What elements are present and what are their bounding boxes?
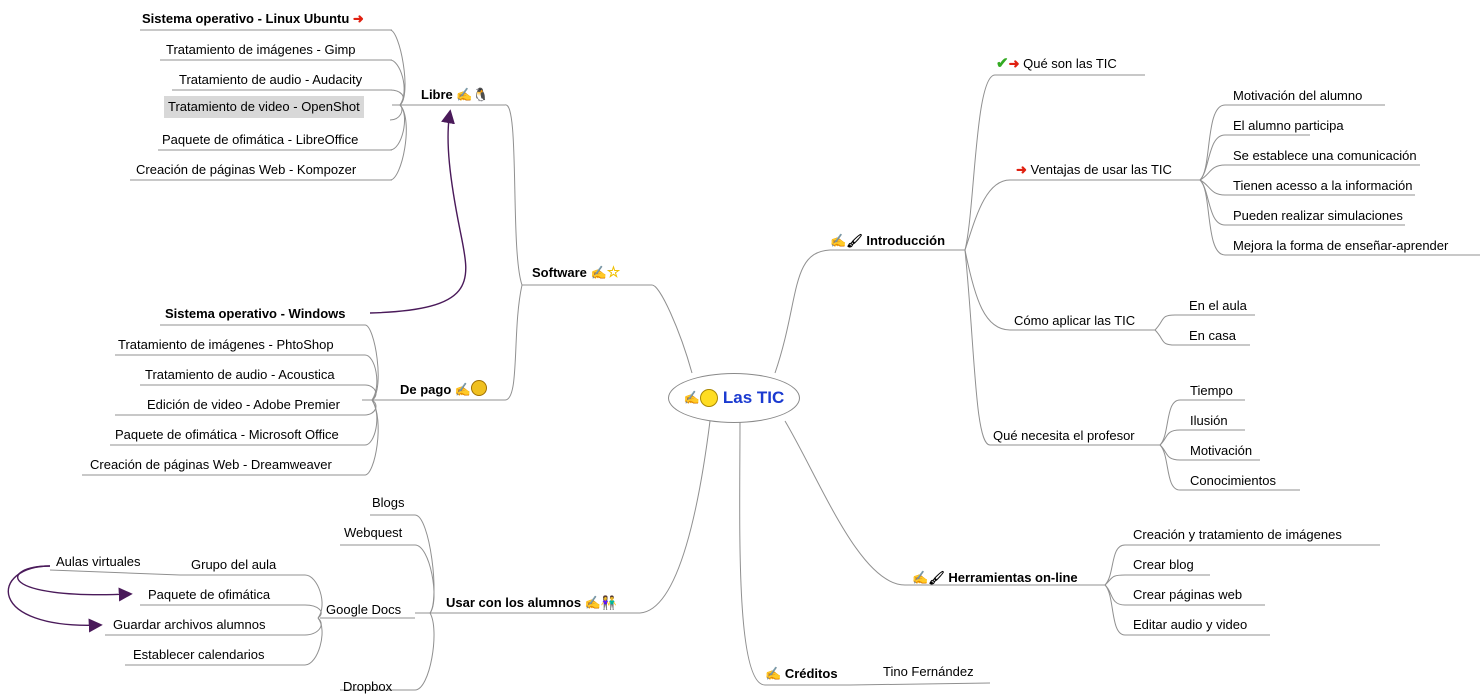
- red-arrow-icon: ➜: [1008, 56, 1020, 71]
- node-webquest[interactable]: Webquest: [344, 525, 403, 540]
- node-blogs[interactable]: Blogs: [372, 495, 405, 510]
- root-node[interactable]: ✍ Las TIC: [668, 373, 800, 423]
- node-simulaciones[interactable]: Pueden realizar simulaciones: [1233, 208, 1403, 223]
- node-que-son-las-tic[interactable]: ✔➜ Qué son las TIC: [996, 55, 1117, 72]
- node-en-casa[interactable]: En casa: [1189, 328, 1236, 343]
- pencil-icon: ✍: [912, 570, 929, 585]
- smiley-icon: [699, 389, 718, 407]
- node-openshot[interactable]: Tratamiento de video - OpenShot: [164, 96, 364, 118]
- node-guardar-archivos[interactable]: Guardar archivos alumnos: [113, 617, 266, 632]
- node-en-el-aula[interactable]: En el aula: [1189, 298, 1247, 313]
- node-conocimientos[interactable]: Conocimientos: [1190, 473, 1276, 488]
- node-usar-con-los-alumnos[interactable]: Usar con los alumnos ✍👫: [446, 595, 618, 610]
- node-acoustica[interactable]: Tratamiento de audio - Acoustica: [145, 367, 335, 382]
- node-tiempo[interactable]: Tiempo: [1190, 383, 1233, 398]
- node-adobe-premier[interactable]: Edición de video - Adobe Premier: [147, 397, 340, 412]
- node-editar-audio-video[interactable]: Editar audio y video: [1133, 617, 1248, 632]
- node-google-docs[interactable]: Google Docs: [326, 602, 402, 617]
- pencil-icon: ✍: [683, 390, 700, 405]
- people-icon: 👫: [600, 595, 618, 610]
- red-arrow-icon: ➜: [1016, 162, 1027, 177]
- node-dreamweaver[interactable]: Creación de páginas Web - Dreamweaver: [90, 457, 332, 472]
- node-motivacion-alumno[interactable]: Motivación del alumno: [1233, 88, 1363, 103]
- node-introduccion[interactable]: ✍🖌 Introducción: [830, 233, 946, 248]
- node-kompozer[interactable]: Creación de páginas Web - Kompozer: [136, 162, 357, 177]
- red-arrow-icon: ➜: [352, 11, 364, 26]
- node-grupo-del-aula[interactable]: Grupo del aula: [191, 557, 277, 572]
- star-icon: ☆: [606, 264, 621, 281]
- root-label: Las TIC: [722, 388, 785, 407]
- node-de-pago[interactable]: De pago ✍: [400, 380, 488, 398]
- node-linux-ubuntu[interactable]: Sistema operativo - Linux Ubuntu ➜: [142, 11, 364, 26]
- node-crear-blog[interactable]: Crear blog: [1133, 557, 1194, 572]
- node-alumno-participa[interactable]: El alumno participa: [1233, 118, 1344, 133]
- check-icon: ✔: [996, 55, 1009, 72]
- node-photoshop[interactable]: Tratamiento de imágenes - PhtoShop: [118, 337, 334, 352]
- node-aulas-virtuales[interactable]: Aulas virtuales: [56, 554, 141, 569]
- node-ilusion[interactable]: Ilusión: [1190, 413, 1228, 428]
- node-herramientas-online[interactable]: ✍🖌 Herramientas on-line: [912, 570, 1078, 585]
- node-tino-fernandez[interactable]: Tino Fernández: [883, 664, 974, 679]
- node-creditos[interactable]: ✍ Créditos: [765, 666, 838, 681]
- pencil-icon: ✍: [830, 233, 847, 248]
- node-paquete-de-ofimatica[interactable]: Paquete de ofimática: [148, 587, 271, 602]
- node-libre[interactable]: Libre ✍🐧: [421, 87, 489, 102]
- pencil-icon: ✍: [454, 382, 472, 397]
- node-gimp[interactable]: Tratamiento de imágenes - Gimp: [166, 42, 356, 57]
- pencil-icon: ✍: [584, 595, 601, 610]
- node-como-aplicar[interactable]: Cómo aplicar las TIC: [1014, 313, 1136, 328]
- pencil-icon: ✍: [765, 666, 782, 681]
- brush-icon: 🖌: [846, 233, 863, 248]
- node-software[interactable]: Software ✍☆: [532, 264, 621, 281]
- node-ventajas[interactable]: ➜ Ventajas de usar las TIC: [1016, 162, 1172, 177]
- node-que-necesita-profesor[interactable]: Qué necesita el profesor: [993, 428, 1135, 443]
- node-tratamiento-imagenes[interactable]: Creación y tratamiento de imágenes: [1133, 527, 1342, 542]
- node-comunicacion[interactable]: Se establece una comunicación: [1233, 148, 1417, 163]
- node-crear-paginas-web[interactable]: Crear páginas web: [1133, 587, 1243, 602]
- frown-icon: [471, 380, 488, 396]
- node-windows[interactable]: Sistema operativo - Windows: [165, 306, 346, 321]
- brush-icon: 🖌: [928, 570, 945, 585]
- node-acceso-informacion[interactable]: Tienen acesso a la información: [1233, 178, 1413, 193]
- pencil-icon: ✍: [590, 265, 607, 280]
- node-libreoffice[interactable]: Paquete de ofimática - LibreOffice: [162, 132, 359, 147]
- node-motivacion[interactable]: Motivación: [1190, 443, 1253, 458]
- pencil-icon: ✍: [456, 87, 473, 102]
- node-dropbox[interactable]: Dropbox: [343, 679, 393, 694]
- node-establecer-calendarios[interactable]: Establecer calendarios: [133, 647, 265, 662]
- node-ensenar-aprender[interactable]: Mejora la forma de enseñar-aprender: [1233, 238, 1449, 253]
- penguin-icon: 🐧: [472, 87, 489, 102]
- node-microsoft-office[interactable]: Paquete de ofimática - Microsoft Office: [115, 427, 339, 442]
- node-audacity[interactable]: Tratamiento de audio - Audacity: [179, 72, 363, 87]
